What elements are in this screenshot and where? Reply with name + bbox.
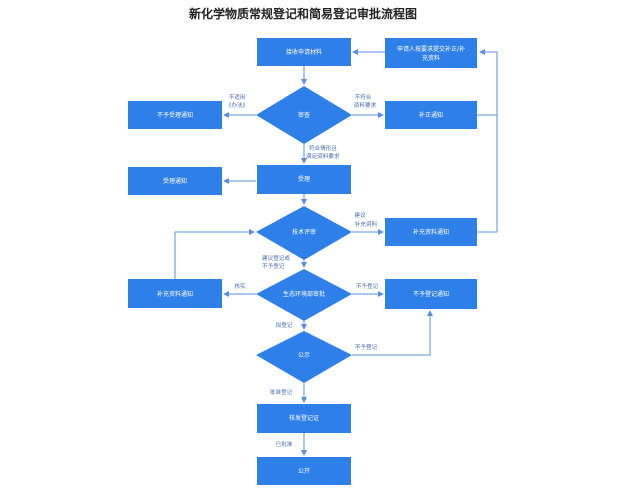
node-not-register-label: 不予登记通知 <box>413 290 449 298</box>
node-request-supplement-line1: 申请人按要求提交补正/补 <box>397 45 465 53</box>
node-supplement-notice-right: 补充资料通知 <box>385 218 477 246</box>
node-supplement-notice-right-label: 补充资料通知 <box>413 228 449 236</box>
node-request-supplement-line2: 充资料 <box>422 54 440 62</box>
node-supplement-notice-left: 补充资料通知 <box>128 279 222 308</box>
label-suggest-register-1: 建议登记或 <box>262 254 290 262</box>
label-plan-register: 拟登记 <box>276 321 293 329</box>
node-open-label: 公开 <box>298 468 310 475</box>
node-eco-review: 生态环境部审批 <box>256 269 352 321</box>
label-not-meet-2: 资料要求 <box>354 101 377 109</box>
node-issue-label: 核发登记证 <box>289 414 319 422</box>
edge-supplement-left-loop <box>174 229 255 279</box>
node-review-label: 审查 <box>298 111 310 119</box>
label-meet-2: 满足资料要求 <box>306 152 340 160</box>
node-publicity: 公示 <box>256 331 352 383</box>
label-not-applicable-1: 不适用 <box>229 93 246 101</box>
label-no-register-1: 不予登记 <box>356 282 379 290</box>
node-issue: 核发登记证 <box>257 404 351 433</box>
label-approve-register: 批准登记 <box>270 388 293 396</box>
node-tech-review: 技术评审 <box>256 206 352 260</box>
node-review: 审查 <box>256 86 352 144</box>
label-suggest-supplement-2: 补充资料 <box>355 220 378 228</box>
node-correction: 补正通知 <box>385 101 477 129</box>
node-correction-label: 补正通知 <box>419 111 443 119</box>
edge-publicity-to-not-register <box>352 310 433 356</box>
node-request-supplement: 申请人按要求提交补正/补 充资料 <box>385 38 477 68</box>
node-accept-label: 受理 <box>298 175 310 183</box>
flowchart-title: 新化学物质常规登记和简易登记审批流程图 <box>189 6 417 21</box>
label-not-meet-1: 不符合 <box>355 93 372 101</box>
node-eco-review-label: 生态环境部审批 <box>283 290 325 298</box>
node-receive-label: 接收申请材料 <box>286 48 322 56</box>
label-suggest-supplement-1: 建议 <box>354 211 366 219</box>
label-suggest-register-2: 不予登记 <box>262 262 285 270</box>
label-verify: 核实 <box>234 282 246 290</box>
label-no-register-2: 不予登记 <box>355 343 378 351</box>
node-not-accept: 不予受理通知 <box>128 101 222 129</box>
node-accept-notice: 受理通知 <box>128 167 222 195</box>
node-open: 公开 <box>257 457 351 485</box>
node-supplement-notice-left-label: 补充资料通知 <box>157 290 193 298</box>
node-receive: 接收申请材料 <box>257 38 351 66</box>
node-publicity-label: 公示 <box>298 352 310 359</box>
edges <box>174 49 498 456</box>
node-not-accept-label: 不予受理通知 <box>157 111 193 119</box>
node-tech-review-label: 技术评审 <box>292 228 316 236</box>
node-accept: 受理 <box>257 165 351 194</box>
label-approved: 已批准 <box>276 440 293 448</box>
label-meet-1: 符合情形且 <box>309 144 337 152</box>
edge-supplement-right-loop <box>477 49 498 233</box>
node-not-register: 不予登记通知 <box>385 279 477 309</box>
label-not-applicable-2: 《办法》 <box>226 101 248 109</box>
node-accept-notice-label: 受理通知 <box>163 177 187 185</box>
